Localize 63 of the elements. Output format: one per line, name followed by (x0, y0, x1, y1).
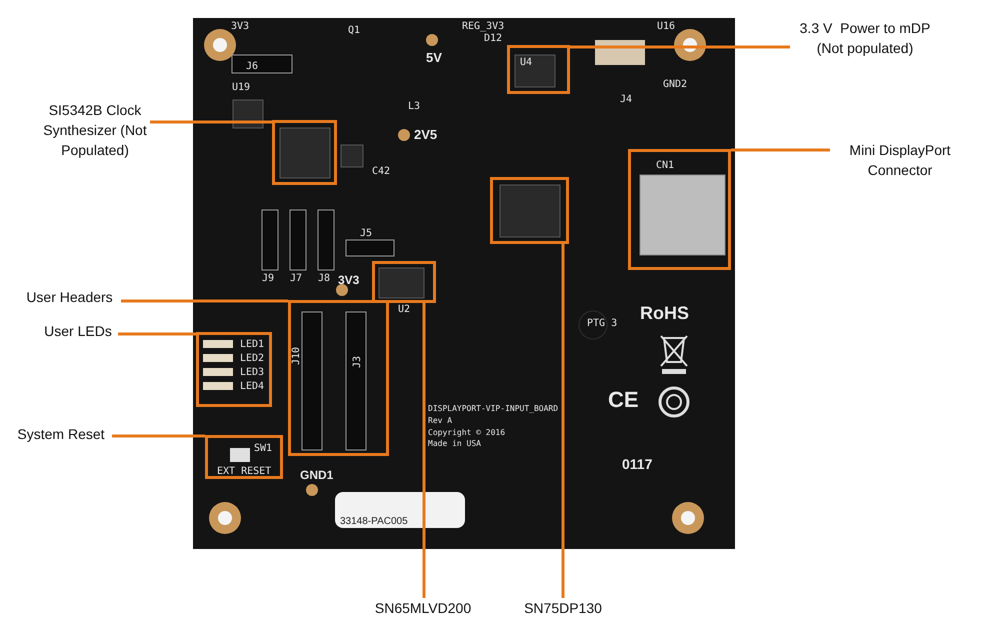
silkscreen-label: CN1 (656, 160, 674, 171)
compliance-mark: CE (608, 388, 639, 412)
silkscreen-label: REG_3V3 (462, 21, 504, 32)
leader-line (150, 120, 272, 124)
silkscreen-label: DISPLAYPORT-VIP-INPUT_BOARD (428, 404, 558, 413)
silkscreen-label: U2 (398, 304, 410, 315)
callout-label: Mini DisplayPort Connector (830, 140, 970, 182)
silkscreen-label: U4 (520, 57, 532, 68)
leader-line (112, 434, 205, 438)
callout-label: 3.3 V Power to mDP (Not populated) (790, 18, 940, 62)
callout-label: SI5342B Clock Synthesizer (Not Populated) (40, 100, 150, 162)
silkscreen-label: 0117 (622, 456, 652, 472)
silkscreen-label: PTG 3 (587, 318, 618, 329)
silkscreen-label: Rev A (428, 416, 452, 425)
silkscreen-label: Q1 (348, 25, 360, 36)
highlight-frame (205, 435, 283, 479)
silkscreen-label: J5 (360, 228, 372, 239)
silkscreen-label: J4 (620, 94, 632, 105)
callout-label: System Reset (10, 424, 112, 444)
silkscreen-label: C42 (372, 166, 390, 177)
silkscreen-label: U16 (657, 21, 676, 32)
highlight-frame (272, 120, 337, 185)
silkscreen-label: U19 (232, 82, 250, 93)
leader-line (121, 300, 288, 302)
silkscreen-label: SW1 (254, 443, 272, 454)
silkscreen-label: GND1 (300, 468, 334, 482)
leader-line (562, 244, 564, 598)
silkscreen-label: LED1 (240, 339, 264, 350)
callout-label: User LEDs (38, 321, 118, 341)
silkscreen-label: LED2 (240, 353, 264, 364)
callout-label: SN65MLVD200 (352, 598, 494, 618)
highlight-frame (507, 45, 570, 94)
silkscreen-label: 3V3 (231, 21, 250, 32)
silkscreen-label: LED3 (240, 367, 264, 378)
silkscreen-label: J10 (291, 346, 302, 365)
silkscreen-label: Made in USA (428, 439, 481, 448)
serial-number: 33148-PAC005 (340, 516, 408, 527)
highlight-frame (372, 261, 436, 303)
silkscreen-label: L3 (408, 101, 420, 112)
silkscreen-label: 5V (426, 50, 442, 65)
leader-line (422, 303, 426, 598)
silkscreen-label: Copyright © 2016 (428, 428, 506, 437)
highlight-frame (288, 300, 389, 456)
highlight-frame (196, 332, 272, 407)
silkscreen-label: J3 (352, 356, 363, 368)
silkscreen-label: EXT RESET (217, 466, 272, 477)
highlight-frame (490, 177, 569, 244)
silkscreen-label: J6 (246, 61, 258, 72)
silkscreen-label: J9 (262, 273, 274, 284)
silkscreen-label: LED4 (240, 381, 264, 392)
silkscreen-label: 2V5 (414, 127, 438, 142)
silkscreen-label: J7 (290, 273, 302, 284)
silkscreen-label: GND2 (663, 79, 688, 90)
leader-line (570, 46, 790, 48)
leader-line (731, 148, 830, 152)
compliance-mark: RoHS (640, 303, 689, 323)
callout-label: User Headers (18, 287, 121, 307)
leader-line (118, 332, 196, 336)
callout-label: SN75DP130 (515, 598, 611, 618)
highlight-frame (628, 149, 731, 270)
silkscreen-label: D12 (484, 33, 502, 44)
silkscreen-label: 3V3 (338, 273, 360, 287)
silkscreen-label: J8 (318, 273, 330, 284)
